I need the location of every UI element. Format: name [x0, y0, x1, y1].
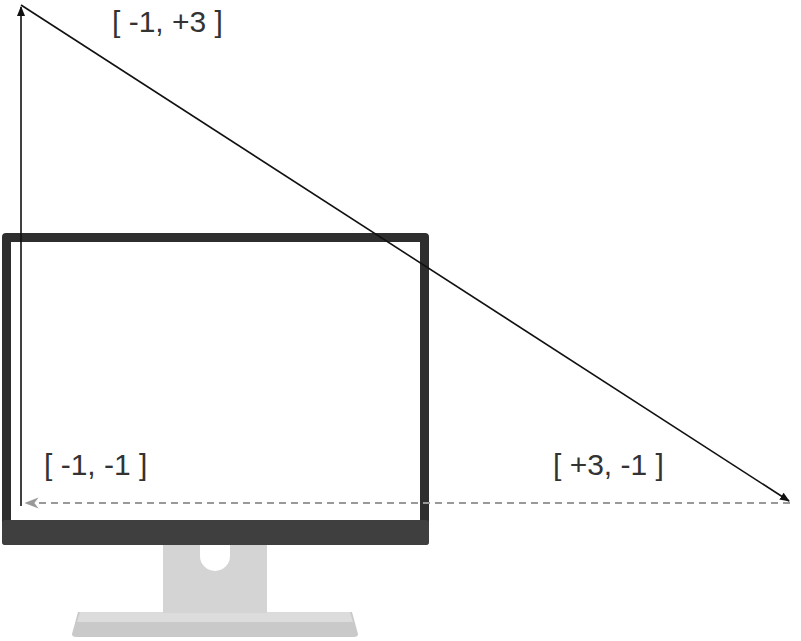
stand-neck [163, 544, 267, 613]
coordinate-label: [ +3, -1 ] [550, 447, 667, 483]
dashed-arrow [26, 502, 790, 504]
diagonal-arrow [21, 5, 789, 501]
monitor-frame [2, 233, 429, 545]
stand-base [72, 612, 358, 637]
vertical-arrow [20, 7, 22, 506]
coordinate-label: [ -1, -1 ] [41, 447, 150, 483]
stand-base-top [77, 612, 353, 622]
coordinate-label: [ -1, +3 ] [109, 4, 226, 40]
monitor-chin [2, 520, 429, 545]
monitor-screen [11, 242, 420, 520]
stand-notch [200, 544, 230, 571]
